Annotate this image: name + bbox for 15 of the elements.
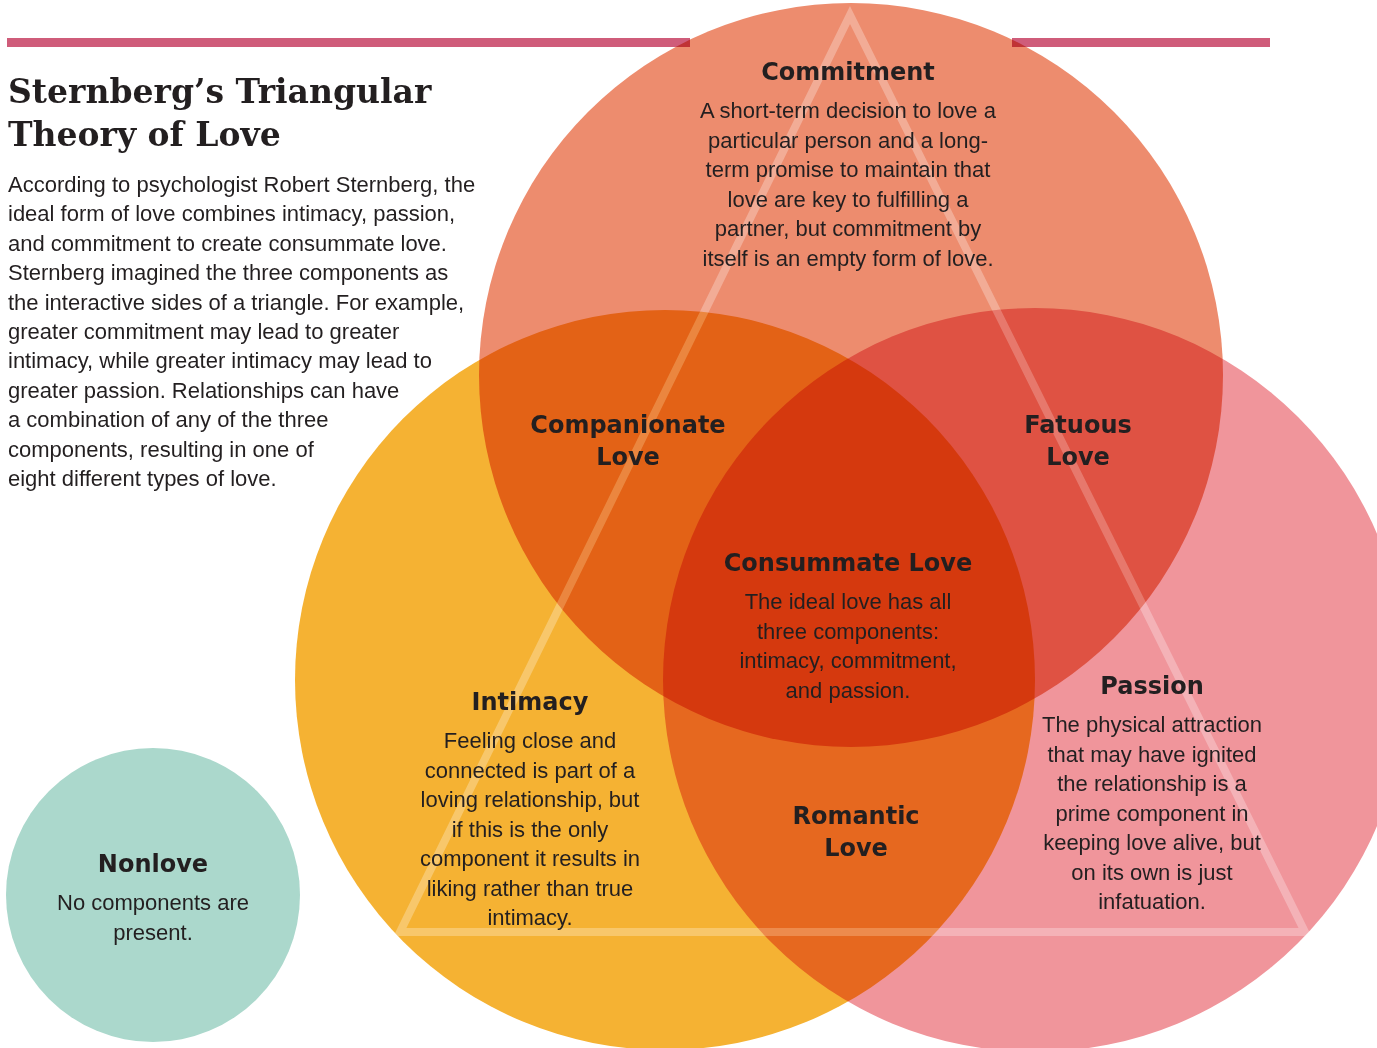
region-heading: Companionate Love: [529, 410, 727, 473]
region-heading: Commitment: [760, 57, 936, 88]
region-description: No components are present.: [56, 889, 250, 947]
region-description: A short-term decision to love a particular person and a long-term promise to maintain that love are key to fulfilling a partner, but commitment by itself is an empty form of love.: [699, 97, 997, 273]
region-heading: Intimacy: [470, 687, 590, 718]
region-description: Feeling close and connected is part of a loving relationship, but if this is the only component it results in liking rather than true intimacy.: [418, 727, 642, 932]
region-heading: Nonlove: [96, 849, 210, 880]
title: Sternberg’s Triangular Theory of Love: [8, 71, 433, 156]
region-description: The ideal love has all three components: intimacy, commitment, and passion.: [738, 588, 958, 705]
region-heading: Consummate Love: [722, 548, 974, 579]
region-heading: Fatuous Love: [1023, 410, 1133, 473]
region-description: The physical attraction that may have ignited the relationship is a prime component in keeping love alive, but on its own is just infatuation.: [1040, 711, 1264, 916]
region-heading: Passion: [1099, 671, 1205, 702]
region-heading: Romantic Love: [791, 801, 921, 864]
intro-paragraph: According to psychologist Robert Sternberg, the ideal form of love combines intimacy, passion, and commitment to create consummate love. Sternberg imagined the three components as the interactive sides of a triangle. For example, greater commitment may lead to greater intimacy, while greater intimacy may lead to greater passion. Relationships can have a combination of any of the three components, resulting in one of eight different types of love.: [8, 171, 477, 494]
